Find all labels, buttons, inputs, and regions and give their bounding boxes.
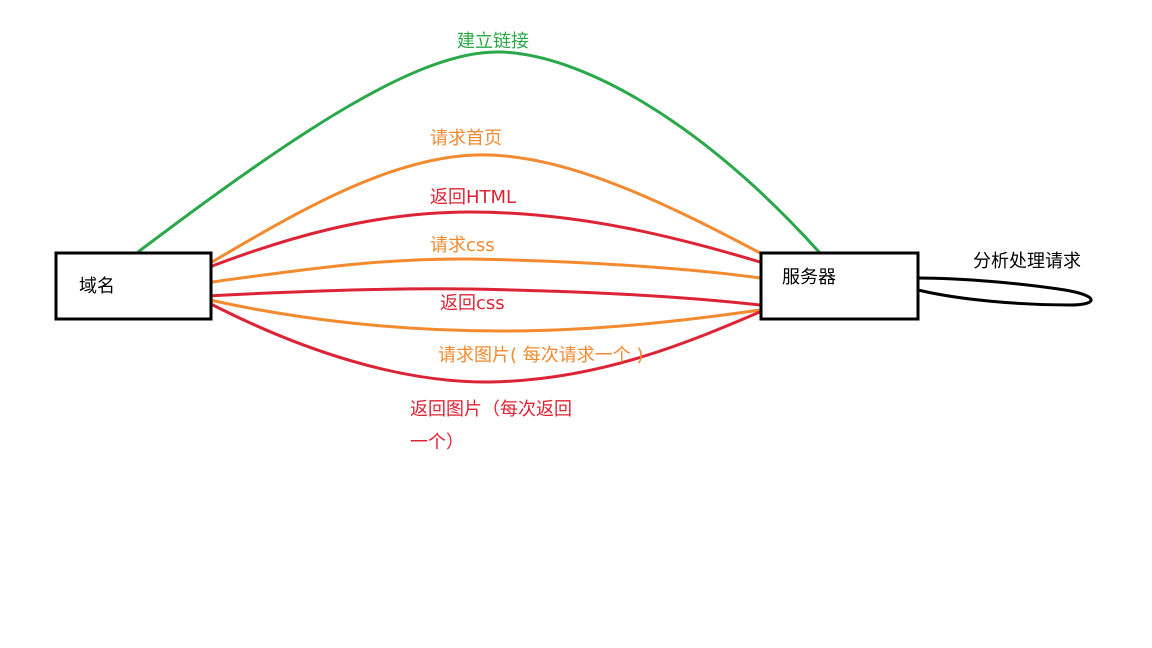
edge-return-css — [207, 287, 761, 307]
edge-request-home — [206, 153, 761, 267]
edge-request-css — [211, 257, 761, 284]
edge-request-images — [209, 298, 761, 333]
edge-return-html — [206, 210, 761, 270]
edge-return-html-label: 返回HTML — [430, 187, 516, 208]
node-domain: 域名 — [54, 251, 213, 321]
edge-self-loop-label: 分析处理请求 — [973, 251, 1081, 272]
edge-connect — [137, 50, 822, 255]
edge-request-images-label: 请求图片( 每次请求一个 ) — [438, 345, 644, 366]
node-domain-label: 域名 — [79, 276, 115, 297]
edge-return-images-label-line1: 返回图片（每次返回 — [410, 399, 572, 420]
edge-return-css-label: 返回css — [440, 293, 505, 314]
edge-return-images-label-line2: 一个） — [410, 432, 464, 453]
node-server: 服务器 — [759, 251, 920, 321]
edge-self-loop — [917, 276, 1093, 307]
edge-connect-label: 建立链接 — [457, 31, 529, 52]
node-domain-box — [54, 251, 213, 321]
edge-request-css-label: 请求css — [430, 235, 495, 256]
edge-request-home-label: 请求首页 — [430, 128, 502, 149]
edge-return-images — [206, 300, 763, 384]
node-server-box — [759, 251, 920, 321]
node-server-label: 服务器 — [782, 267, 836, 288]
